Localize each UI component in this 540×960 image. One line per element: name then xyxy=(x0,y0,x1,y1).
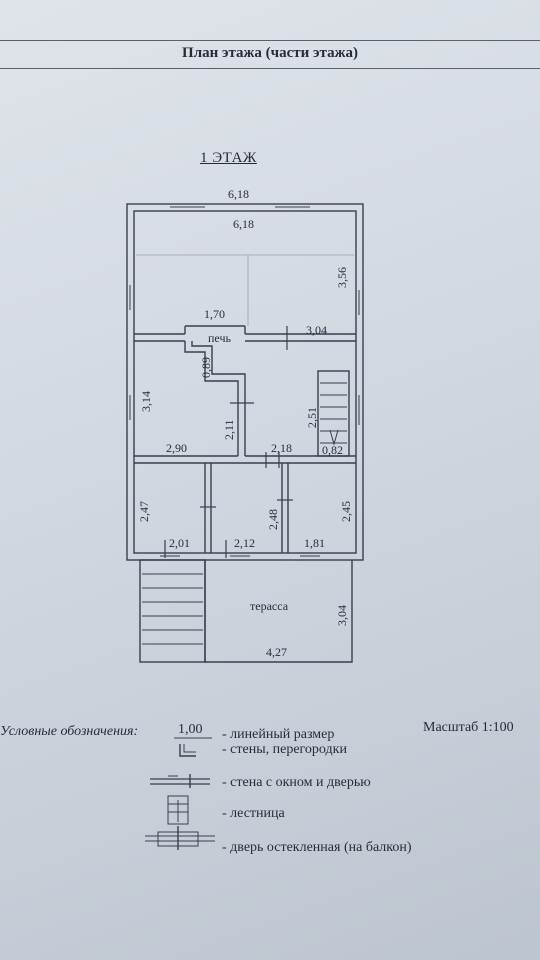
floor-title: 1 ЭТАЖ xyxy=(200,150,257,166)
legend-sample-dimension: 1,00 xyxy=(178,722,203,737)
page-title: План этажа (части этажа) xyxy=(182,45,358,61)
dim-bottom-left-height: 2,47 xyxy=(137,501,151,522)
dim-terrace-width: 4,27 xyxy=(266,645,287,659)
dim-stair-height: 2,51 xyxy=(305,407,319,428)
legend-item-wall: - стены, перегородки xyxy=(222,742,347,757)
porch-stairs xyxy=(139,559,206,663)
dim-bottom-mid-height: 2,48 xyxy=(266,509,280,530)
stair-box xyxy=(317,370,350,457)
dim-bottom-right-height: 2,45 xyxy=(339,501,353,522)
header-rule-top xyxy=(0,40,540,41)
stair-steps xyxy=(142,382,347,645)
dim-center-room-width: 2,18 xyxy=(271,441,292,455)
dim-left-room-width: 2,90 xyxy=(166,441,187,455)
dim-left-room-height: 3,14 xyxy=(139,391,153,412)
legend-item-stairs: - лестница xyxy=(222,806,285,821)
dim-bottom-left-width: 2,01 xyxy=(169,536,190,550)
legend-wall-symbol xyxy=(179,744,196,757)
legend-item-glazed-door: - дверь остекленная (на балкон) xyxy=(222,840,412,855)
dim-top-width: 6,18 xyxy=(228,187,249,201)
dim-stair-width: 0,82 xyxy=(322,443,343,457)
dim-left-room-inner: 2,11 xyxy=(222,419,236,440)
legend-symbols xyxy=(145,737,215,850)
legend-item-window-door-wall: - стена с окном и дверью xyxy=(222,775,371,790)
label-terrace: терасса xyxy=(250,599,289,613)
dim-stove-height: 0,89 xyxy=(199,357,213,378)
dim-terrace-height: 3,04 xyxy=(335,605,349,626)
label-stove: печь xyxy=(208,331,231,345)
dim-bottom-mid-width: 2,12 xyxy=(234,536,255,550)
windows xyxy=(129,206,360,557)
dim-top-width-inner: 6,18 xyxy=(233,217,254,231)
dim-hall-left: 1,70 xyxy=(204,307,225,321)
legend-heading: Условные обозначения: xyxy=(0,724,139,739)
door-marks xyxy=(164,326,293,558)
header-rule-bottom xyxy=(0,68,540,69)
outer-wall-outer xyxy=(126,203,364,561)
scale-label: Масштаб 1:100 xyxy=(423,720,514,735)
outer-wall-inner xyxy=(133,210,357,554)
legend-item-dimension: - линейный размер xyxy=(222,727,335,742)
plan-walls xyxy=(126,203,364,663)
dim-bottom-right-width: 1,81 xyxy=(304,536,325,550)
legend-stairs-symbol xyxy=(167,795,189,825)
dim-hall-right: 3,04 xyxy=(306,323,327,337)
dim-top-height: 3,56 xyxy=(335,267,349,288)
